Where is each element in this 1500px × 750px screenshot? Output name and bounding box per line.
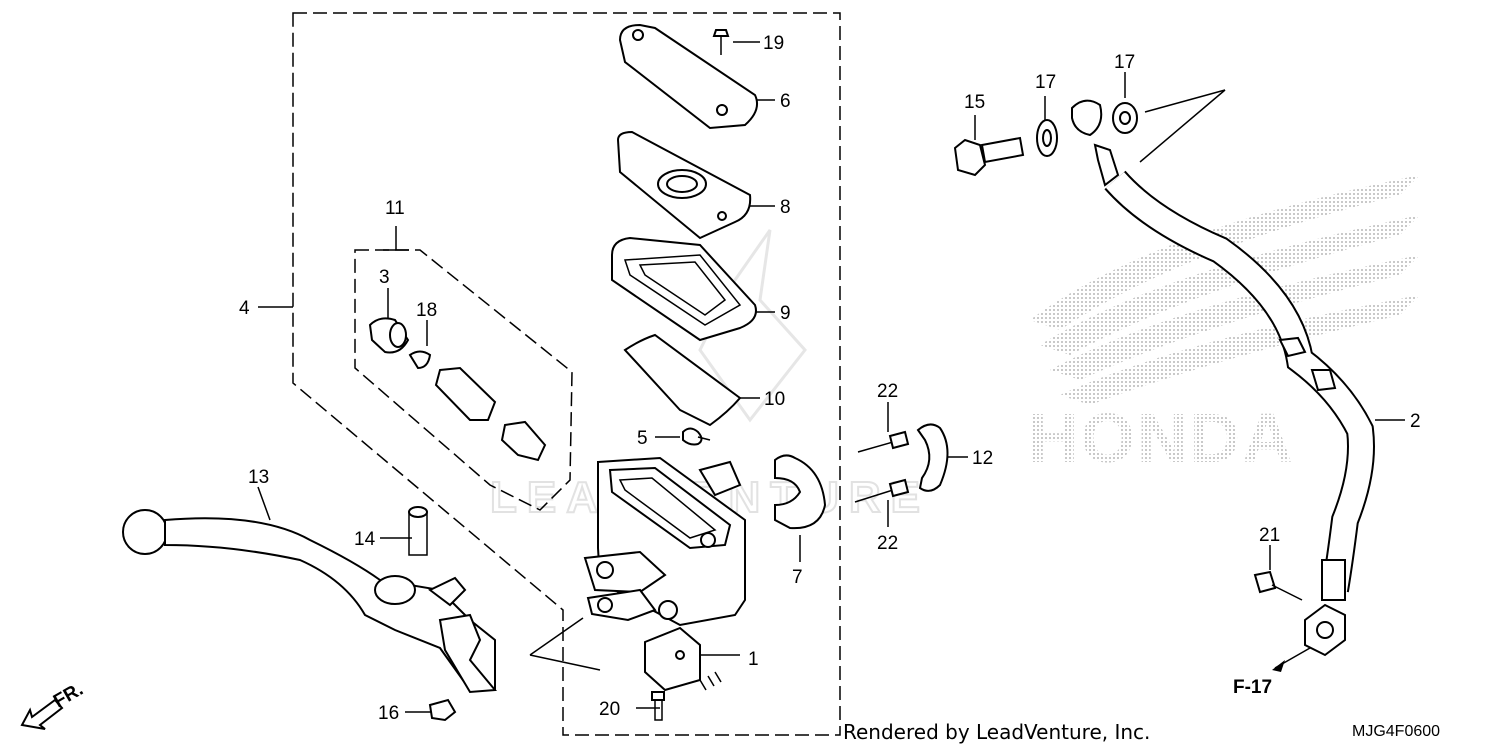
callout-11: 11	[385, 198, 405, 219]
callout-labels: 1 2 3 4 5 6 7 8 9 10 11 12 13 14 15 16 1…	[239, 33, 1421, 724]
piston-set-kit-outline	[354, 249, 573, 511]
callout-10: 10	[764, 389, 785, 410]
honda-wing-watermark: HONDA	[1028, 175, 1420, 477]
brake-lever	[122, 509, 498, 694]
callout-12: 12	[972, 448, 993, 469]
handlebar-holder	[774, 454, 827, 530]
holder-bolt-upper	[857, 430, 910, 453]
callout-4: 4	[239, 298, 250, 319]
callout-2: 2	[1410, 411, 1421, 432]
callout-19: 19	[763, 33, 784, 54]
credit-text: Rendered by LeadVenture, Inc.	[843, 720, 1150, 744]
piston-kit	[368, 317, 547, 462]
leader-lines	[257, 41, 1405, 713]
callout-7: 7	[792, 567, 803, 588]
diagram-code: MJG4F0600	[1352, 723, 1440, 740]
lever-pivot-bolt	[408, 506, 428, 556]
reservoir-diaphragm	[611, 236, 757, 342]
oil-bolt	[953, 136, 1025, 177]
diaphragm-plate	[616, 130, 752, 240]
reservoir-float	[623, 333, 742, 427]
callout-22-upper: 22	[877, 381, 898, 402]
callout-16: 16	[378, 703, 399, 724]
callout-3: 3	[379, 267, 390, 288]
hose-clamp-bolt	[1253, 570, 1303, 601]
sealing-washer-right	[1112, 102, 1138, 134]
reservoir-cover	[618, 23, 758, 130]
pivot-nut	[428, 698, 457, 722]
callout-13: 13	[248, 467, 269, 488]
callout-17-left: 17	[1035, 72, 1056, 93]
callout-6: 6	[780, 91, 791, 112]
callout-18: 18	[416, 300, 437, 321]
callout-9: 9	[780, 303, 791, 324]
cover-screw	[712, 29, 730, 55]
page-reference-label: F-17	[1233, 677, 1272, 698]
callout-20: 20	[599, 699, 620, 720]
front-direction-arrow: FR.	[20, 679, 87, 730]
callout-15: 15	[964, 92, 985, 113]
holder-bolt-lower	[854, 478, 910, 503]
callout-17-right: 17	[1114, 52, 1135, 73]
sealing-washer-left	[1036, 119, 1058, 157]
clip	[682, 427, 711, 446]
honda-brand-watermark: HONDA	[1028, 399, 1295, 477]
callout-8: 8	[780, 197, 791, 218]
callout-22-lower: 22	[877, 533, 898, 554]
switch-screw	[651, 691, 665, 721]
callout-14: 14	[354, 529, 376, 550]
master-cylinder-assembly-outline	[292, 12, 841, 736]
brake-hose	[1071, 99, 1375, 657]
brake-light-switch	[644, 626, 722, 692]
clamp-holder	[916, 423, 949, 492]
callout-1: 1	[748, 649, 759, 670]
callout-5: 5	[637, 428, 648, 449]
master-cylinder-body	[583, 456, 746, 627]
callout-21: 21	[1259, 525, 1280, 546]
